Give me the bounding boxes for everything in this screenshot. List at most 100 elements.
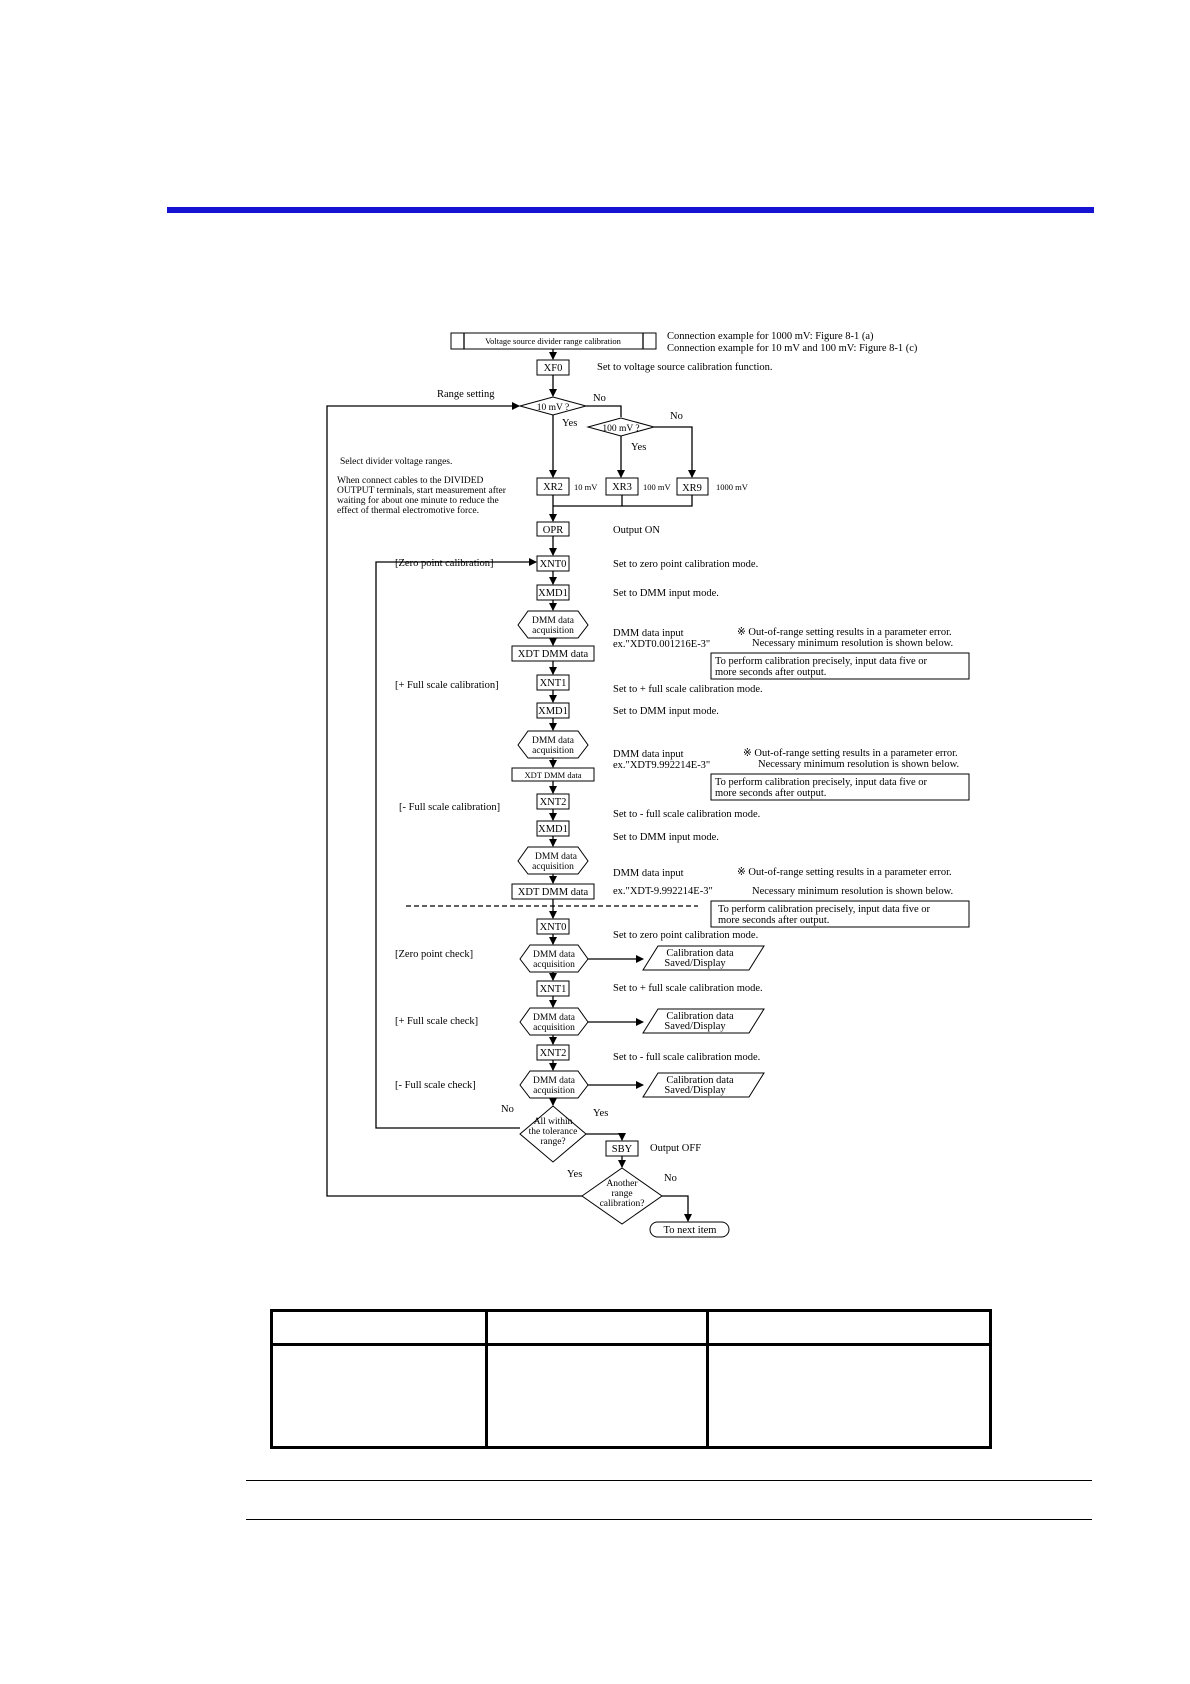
minus-cal-label: [- Full scale calibration] bbox=[399, 802, 500, 813]
table-row bbox=[270, 1343, 992, 1449]
header-bar bbox=[167, 207, 1094, 213]
opr-box: OPR bbox=[536, 521, 570, 537]
svg-text:To next item: To next item bbox=[664, 1225, 717, 1236]
divided-note-4: effect of thermal electromotive force. bbox=[337, 505, 479, 516]
precise-box-2: To perform calibration precisely, input … bbox=[710, 773, 970, 801]
table-header-cell bbox=[270, 1309, 488, 1346]
yes-label-100mv: Yes bbox=[631, 442, 646, 453]
footer-rule-bottom bbox=[246, 1519, 1092, 1520]
svg-text:DMM data: DMM data bbox=[532, 736, 575, 746]
flow-title: Voltage source divider range calibration bbox=[485, 336, 622, 346]
svg-text:XNT2: XNT2 bbox=[540, 797, 567, 808]
xnt0-box-1: XNT0 bbox=[536, 555, 570, 572]
svg-text:acquisition: acquisition bbox=[532, 862, 574, 872]
svg-text:range?: range? bbox=[540, 1137, 565, 1147]
precise-box-3: To perform calibration precisely, input … bbox=[710, 900, 970, 928]
table-header-row bbox=[270, 1309, 992, 1346]
xmd1-box-1: XMD1 bbox=[536, 584, 570, 601]
connection-note-2: Connection example for 10 mV and 100 mV:… bbox=[667, 343, 918, 354]
table-cell bbox=[706, 1343, 992, 1449]
svg-text:XF0: XF0 bbox=[544, 363, 563, 374]
minus-mode-label-1: Set to - full scale calibration mode. bbox=[613, 809, 760, 820]
next-item-terminal: To next item bbox=[649, 1221, 730, 1238]
output-on-label: Output ON bbox=[613, 525, 660, 536]
svg-text:more seconds after output.: more seconds after output. bbox=[715, 667, 826, 678]
dmm-acq-6: DMM data acquisition bbox=[519, 1070, 589, 1099]
svg-text:XMD1: XMD1 bbox=[538, 824, 568, 835]
divided-note-1: When connect cables to the DIVIDED bbox=[337, 476, 484, 486]
divided-note-3: waiting for about one minute to reduce t… bbox=[337, 495, 499, 506]
svg-text:acquisition: acquisition bbox=[532, 626, 574, 636]
xnt0-box-2: XNT0 bbox=[536, 918, 570, 935]
svg-text:Calibration data: Calibration data bbox=[666, 948, 734, 959]
svg-text:OPR: OPR bbox=[543, 525, 563, 536]
svg-text:10 mV ?: 10 mV ? bbox=[537, 403, 570, 413]
svg-text:XDT DMM data: XDT DMM data bbox=[518, 649, 589, 660]
xnt1-box-2: XNT1 bbox=[536, 980, 570, 997]
out-of-range-1: ※ Out-of-range setting results in a para… bbox=[737, 627, 952, 638]
table-header-cell bbox=[485, 1309, 709, 1346]
svg-text:100 mV ?: 100 mV ? bbox=[602, 424, 639, 434]
svg-text:DMM data: DMM data bbox=[535, 852, 578, 862]
plus-cal-label: [+ Full scale calibration] bbox=[395, 680, 499, 691]
xdt-box-3: XDT DMM data bbox=[511, 883, 595, 900]
svg-text:Saved/Display: Saved/Display bbox=[664, 1021, 726, 1032]
svg-text:XNT1: XNT1 bbox=[540, 678, 567, 689]
dmm-mode-label-1: Set to DMM input mode. bbox=[613, 588, 719, 599]
plus-check-label: [+ Full scale check] bbox=[395, 1016, 478, 1027]
svg-text:Calibration data: Calibration data bbox=[666, 1075, 734, 1086]
svg-text:XR2: XR2 bbox=[543, 482, 563, 493]
svg-text:the tolerance: the tolerance bbox=[529, 1127, 578, 1137]
dmm-acq-3: DMM data acquisition bbox=[517, 846, 589, 875]
xf0-box: XF0 bbox=[536, 359, 570, 376]
svg-text:XMD1: XMD1 bbox=[538, 588, 568, 599]
svg-text:acquisition: acquisition bbox=[532, 746, 574, 756]
yes-label-another: Yes bbox=[567, 1169, 582, 1180]
minus-check-label: [- Full scale check] bbox=[395, 1080, 476, 1091]
svg-text:calibration?: calibration? bbox=[600, 1199, 645, 1209]
min-res-1: Necessary minimum resolution is shown be… bbox=[752, 638, 953, 649]
svg-text:DMM data: DMM data bbox=[533, 950, 576, 960]
svg-text:more seconds after output.: more seconds after output. bbox=[718, 915, 829, 926]
svg-text:more seconds after output.: more seconds after output. bbox=[715, 788, 826, 799]
table-header-cell bbox=[706, 1309, 992, 1346]
xdt-box-1: XDT DMM data bbox=[511, 645, 595, 662]
svg-text:To perform calibration precise: To perform calibration precisely, input … bbox=[718, 904, 931, 915]
svg-text:DMM data: DMM data bbox=[533, 1076, 576, 1086]
example-3: ex."XDT-9.992214E-3" bbox=[613, 886, 713, 897]
xr3-box: XR3 bbox=[605, 477, 639, 496]
svg-text:DMM data: DMM data bbox=[533, 1013, 576, 1023]
xf0-note: Set to voltage source calibration functi… bbox=[597, 362, 773, 373]
cal-data-1: Calibration data Saved/Display bbox=[642, 945, 765, 971]
cal-data-2: Calibration data Saved/Display bbox=[642, 1008, 765, 1034]
dmm-acq-1: DMM data acquisition bbox=[517, 610, 589, 639]
precise-box-1: To perform calibration precisely, input … bbox=[710, 652, 970, 680]
zero-mode-label-1: Set to zero point calibration mode. bbox=[613, 559, 758, 570]
xmd1-box-3: XMD1 bbox=[536, 820, 570, 837]
svg-text:range: range bbox=[611, 1189, 632, 1199]
svg-text:XNT0: XNT0 bbox=[540, 922, 567, 933]
decision-tolerance: All within the tolerance range? bbox=[519, 1105, 587, 1163]
svg-text:XNT2: XNT2 bbox=[540, 1048, 567, 1059]
svg-text:SBY: SBY bbox=[612, 1144, 633, 1155]
zero-mode-label-2: Set to zero point calibration mode. bbox=[613, 930, 758, 941]
no-label-10mv: No bbox=[593, 393, 606, 404]
cal-data-3: Calibration data Saved/Display bbox=[642, 1072, 765, 1098]
dmm-acq-4: DMM data acquisition bbox=[519, 944, 589, 973]
label-100mv: 100 mV bbox=[643, 482, 671, 492]
footer-rule-top bbox=[246, 1480, 1092, 1481]
svg-text:Saved/Display: Saved/Display bbox=[664, 958, 726, 969]
data-table bbox=[270, 1309, 992, 1449]
dmm-input-label-2: DMM data input bbox=[613, 749, 684, 760]
xnt2-box-1: XNT2 bbox=[536, 793, 570, 810]
svg-text:acquisition: acquisition bbox=[533, 960, 575, 970]
xnt2-box-2: XNT2 bbox=[536, 1044, 570, 1061]
svg-text:DMM data: DMM data bbox=[532, 616, 575, 626]
no-label-another: No bbox=[664, 1173, 677, 1184]
output-off-label: Output OFF bbox=[650, 1143, 701, 1154]
svg-text:XDT DMM data: XDT DMM data bbox=[518, 887, 589, 898]
title-box: Voltage source divider range calibration bbox=[450, 332, 657, 350]
svg-text:Saved/Display: Saved/Display bbox=[664, 1085, 726, 1096]
decision-another-range: Another range calibration? bbox=[581, 1167, 663, 1225]
label-10mv: 10 mV bbox=[574, 482, 598, 492]
